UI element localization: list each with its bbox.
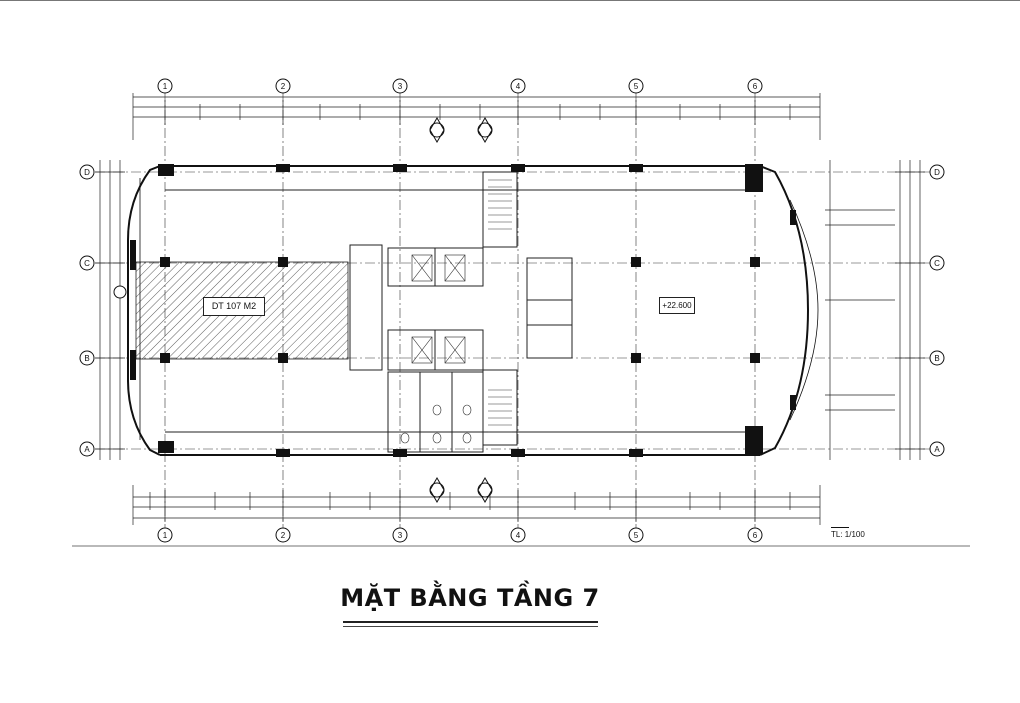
stair-treads bbox=[488, 179, 512, 433]
grid-label-col-top: 2 bbox=[281, 82, 286, 91]
grid-label-row-left: B bbox=[84, 354, 89, 363]
title-underline-thin bbox=[343, 626, 598, 627]
toilet-fixtures bbox=[400, 404, 472, 444]
grid-label-col-bottom: 2 bbox=[281, 531, 286, 540]
grid-label-col-bottom: 4 bbox=[516, 531, 521, 540]
area-label: DT 107 M2 bbox=[203, 297, 265, 316]
grid-label-row-right: B bbox=[934, 354, 939, 363]
sheet-top-border bbox=[0, 0, 1020, 1]
grid-label-col-top: 3 bbox=[398, 82, 403, 91]
grid-bubbles bbox=[79, 78, 945, 543]
scale-note: TL: 1/100 bbox=[831, 527, 865, 539]
side-dimension-lines bbox=[95, 160, 925, 460]
grid-label-row-right: C bbox=[934, 259, 940, 268]
inner-walls bbox=[165, 171, 755, 453]
grid-label-row-left: D bbox=[84, 168, 90, 177]
sheet-title: MẶT BẰNG TẦNG 7 bbox=[340, 584, 600, 612]
grid-label-col-bottom: 1 bbox=[163, 531, 168, 540]
grid-label-row-left: C bbox=[84, 259, 90, 268]
grid-label-col-bottom: 5 bbox=[634, 531, 639, 540]
grid-label-col-top: 4 bbox=[516, 82, 521, 91]
grid-label-col-bottom: 6 bbox=[753, 531, 758, 540]
top-dimension-lines bbox=[132, 93, 821, 140]
grid-label-row-left: A bbox=[84, 445, 90, 454]
bottom-dimension-lines bbox=[132, 485, 821, 525]
section-markers bbox=[113, 117, 493, 503]
grid-label-col-top: 1 bbox=[163, 82, 168, 91]
grid-label-col-top: 6 bbox=[753, 82, 758, 91]
grid-label-row-right: A bbox=[934, 445, 940, 454]
grid-label-col-top: 5 bbox=[634, 82, 639, 91]
structural-columns bbox=[130, 164, 796, 457]
grid-label-row-right: D bbox=[934, 168, 940, 177]
level-label: +22.600 bbox=[659, 297, 695, 314]
grid-label-col-bottom: 3 bbox=[398, 531, 403, 540]
title-underline bbox=[343, 621, 598, 623]
elevator-shafts bbox=[411, 254, 466, 364]
building-outline bbox=[127, 165, 819, 456]
